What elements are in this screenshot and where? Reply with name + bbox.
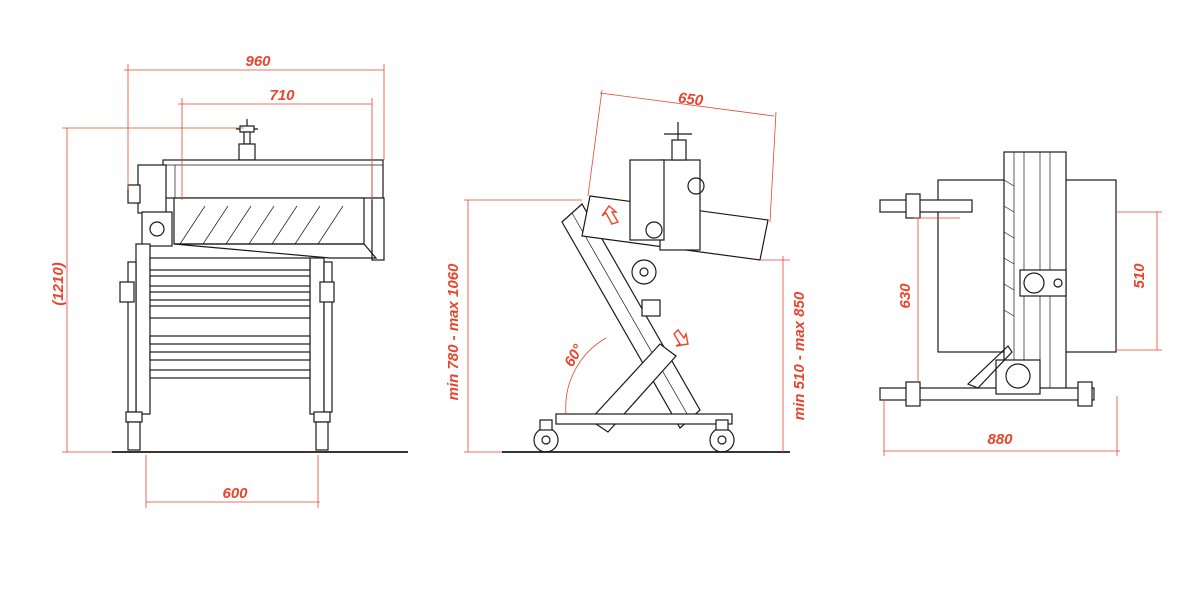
side-dimensions (464, 89, 790, 453)
side-casters (533, 419, 735, 453)
side-machine-body (581, 122, 769, 285)
front-casters (125, 411, 331, 451)
dim-length: 650 (677, 89, 705, 109)
front-dimensions (62, 64, 385, 508)
side-view: 650 min 780 - max 1060 min 510 - max 850… (445, 89, 808, 453)
side-tilted-frame (555, 203, 733, 433)
front-view: 960 710 (1210) 600 (50, 53, 408, 508)
dim-width-overall: 960 (245, 53, 271, 70)
dim-tilt-angle: 60° (561, 341, 588, 370)
front-frame (119, 243, 335, 415)
arrow-down-icon (673, 328, 689, 347)
top-main-beam (1003, 151, 1067, 391)
dim-height: (1210) (50, 262, 67, 305)
dim-table-height: min 780 - max 1060 (445, 263, 462, 400)
front-machine-head (127, 159, 385, 261)
dim-depth: 880 (987, 431, 1013, 448)
dim-work-height: min 510 - max 850 (791, 291, 808, 420)
arrow-up-icon (601, 204, 620, 225)
dim-frame-length: 630 (897, 283, 914, 309)
dim-width-top: 710 (269, 87, 295, 104)
top-motor (966, 345, 1041, 395)
top-view: 880 630 510 (879, 151, 1162, 456)
top-dimensions (883, 211, 1162, 456)
front-handwheel (236, 119, 258, 161)
dim-wheel-base: 600 (222, 485, 248, 502)
dim-hood-length: 510 (1131, 263, 1148, 289)
